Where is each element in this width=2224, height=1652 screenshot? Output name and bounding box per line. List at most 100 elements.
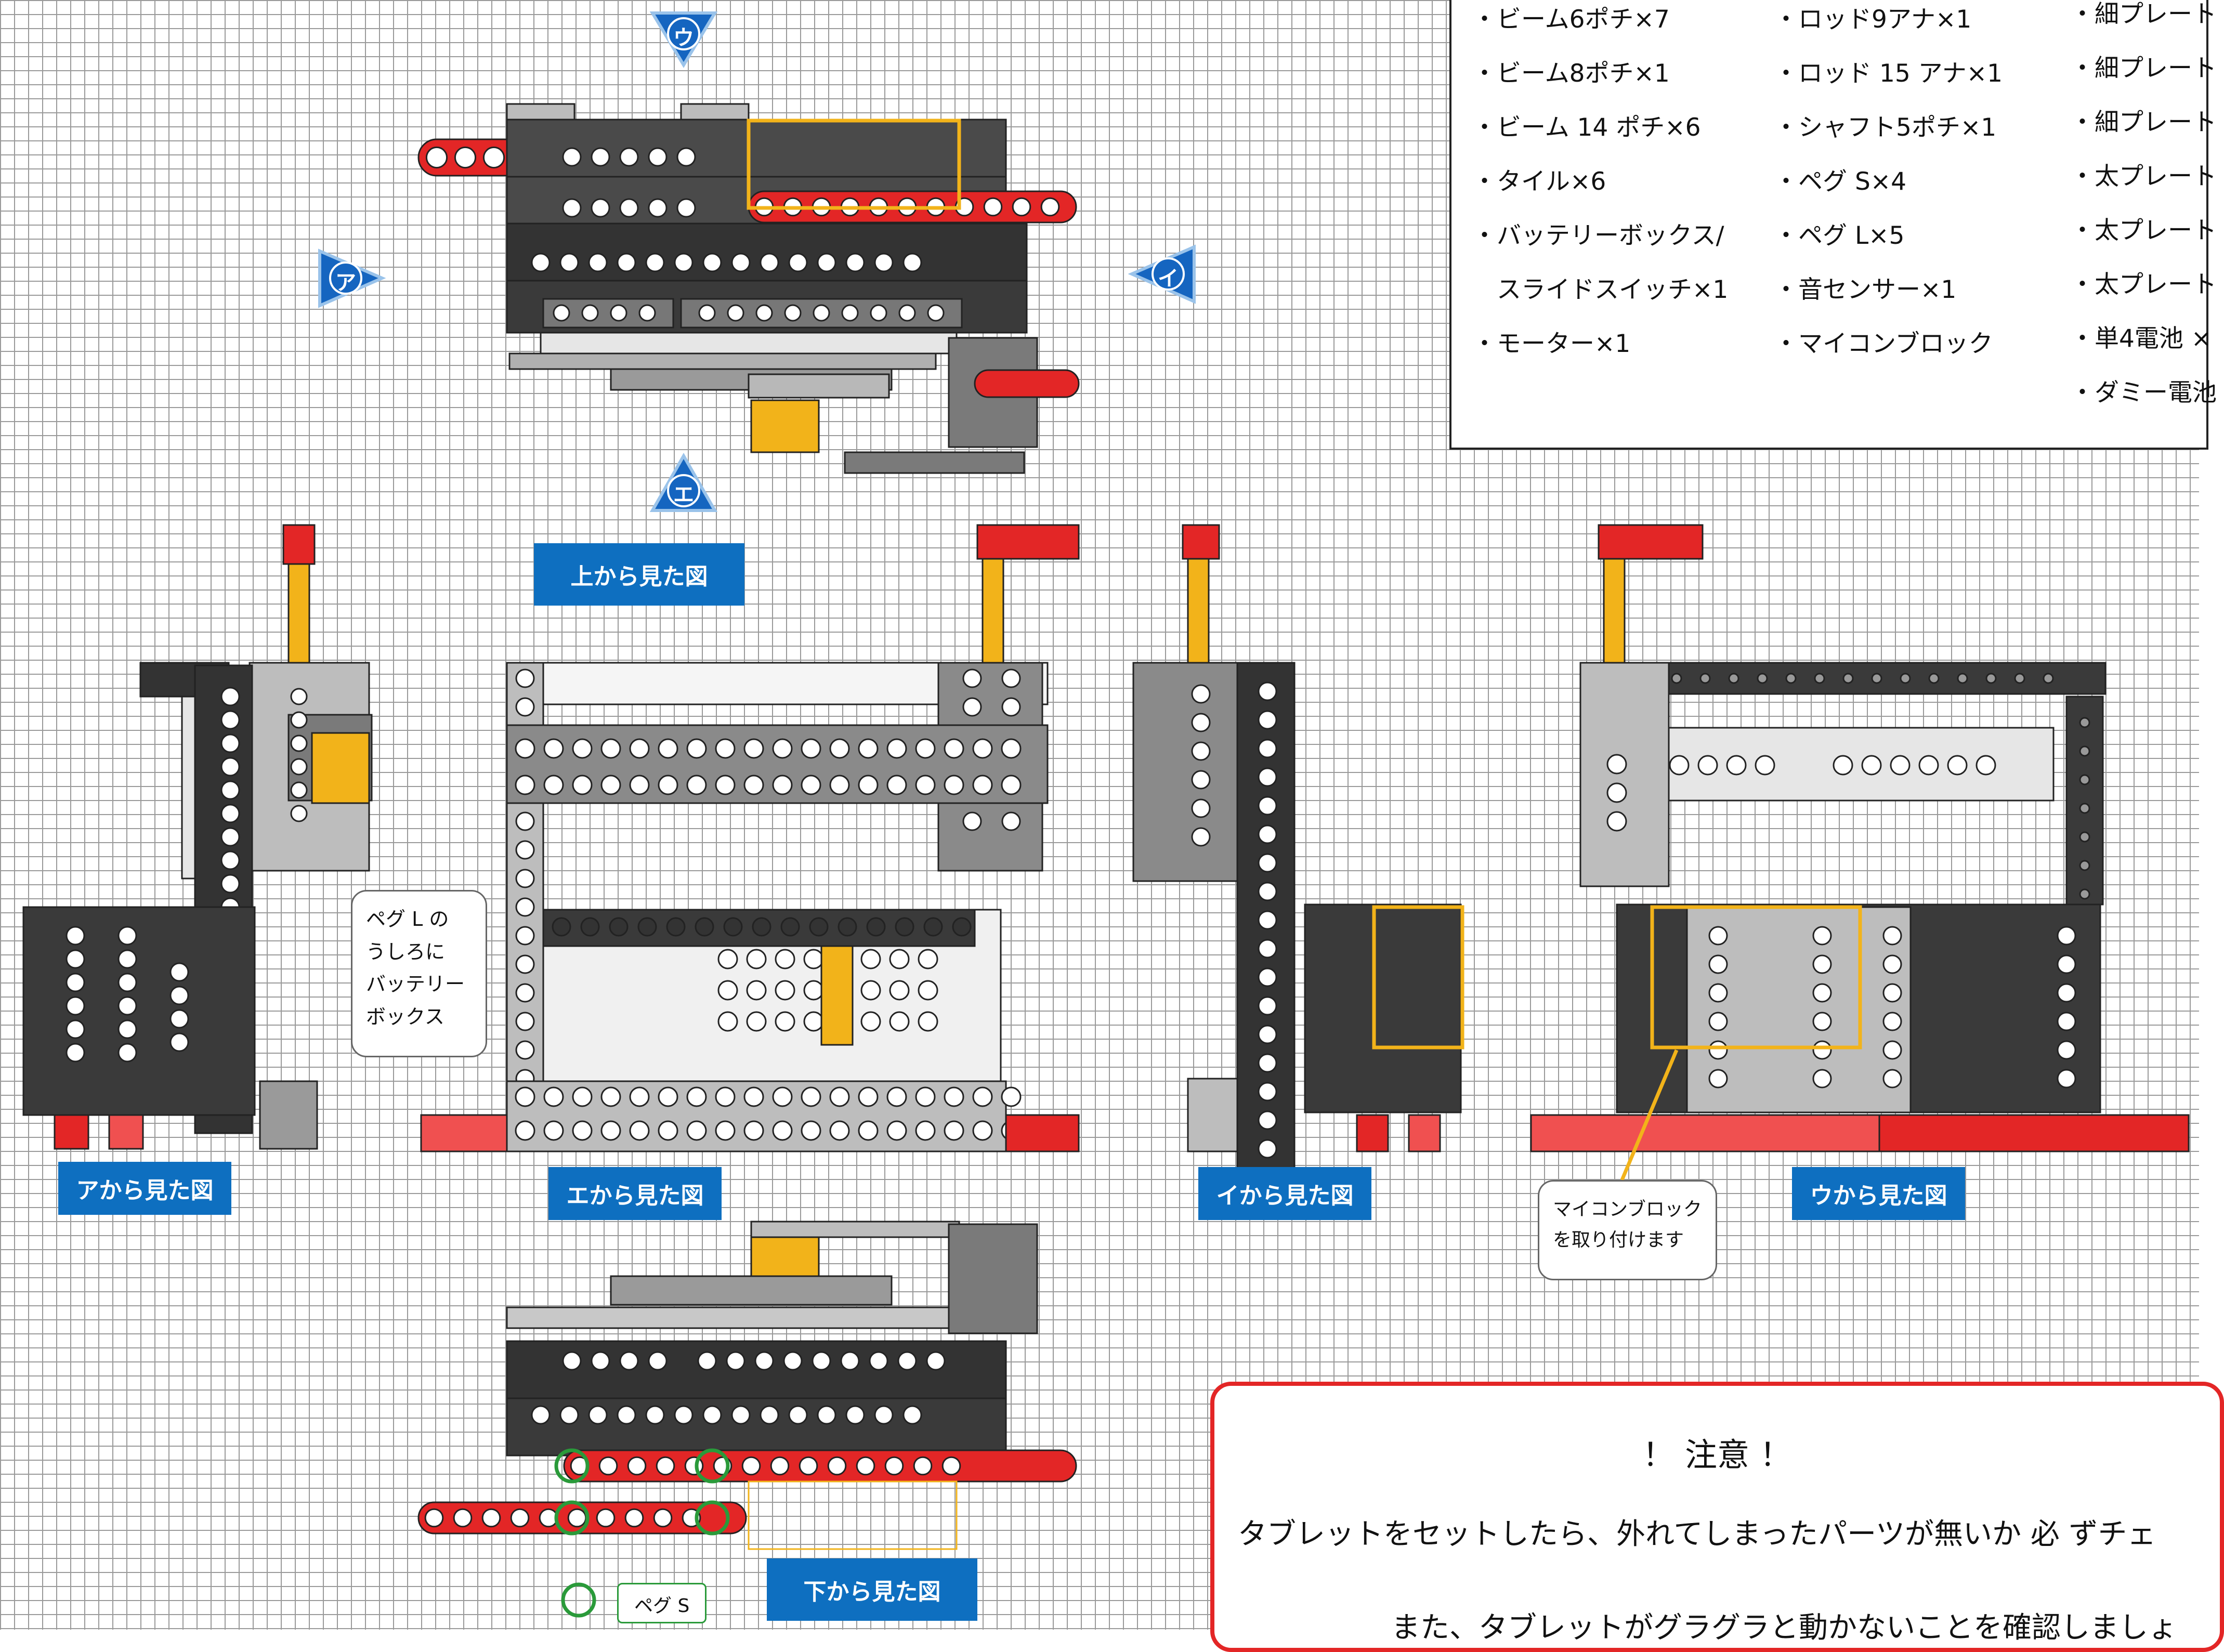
beam-hole bbox=[290, 758, 308, 776]
beam-hole bbox=[845, 1405, 865, 1425]
beam-hole bbox=[617, 1405, 636, 1425]
beam-hole bbox=[1001, 811, 1021, 831]
beam-hole bbox=[600, 1120, 621, 1141]
beam-hole bbox=[629, 1120, 650, 1141]
rod-hole bbox=[481, 1508, 501, 1528]
beam-hole bbox=[1812, 954, 1832, 974]
beam-hole bbox=[972, 738, 993, 759]
beam-hole bbox=[686, 1086, 707, 1107]
beam-hole bbox=[1258, 824, 1277, 844]
beam-hole bbox=[1708, 1069, 1728, 1089]
beam-hole bbox=[772, 1120, 793, 1141]
beam-hole bbox=[591, 147, 610, 167]
beam-hole bbox=[572, 738, 593, 759]
beam-hole bbox=[169, 962, 189, 982]
beam-hole bbox=[290, 781, 308, 799]
rod-hole bbox=[1012, 197, 1031, 217]
marker-a-letter: ア bbox=[335, 271, 356, 295]
beam-hole bbox=[1882, 926, 1902, 946]
beam-hole bbox=[552, 917, 571, 937]
parts-item: ・バッテリーボックス/ bbox=[1472, 221, 1724, 250]
beam-hole bbox=[695, 917, 714, 937]
beam-hole bbox=[515, 668, 535, 688]
beam-hole bbox=[829, 1120, 850, 1141]
top-plate bbox=[680, 103, 750, 121]
beam-hole bbox=[743, 775, 764, 795]
beam-hole bbox=[860, 949, 881, 969]
beam-hole bbox=[918, 980, 938, 1001]
beam-hole bbox=[1191, 713, 1211, 732]
beam-hole bbox=[1191, 770, 1211, 790]
rod-hole bbox=[596, 1508, 616, 1528]
beam-hole bbox=[674, 1405, 694, 1425]
beam-hole bbox=[676, 147, 696, 167]
beam-hole bbox=[559, 253, 579, 272]
beam-hole bbox=[801, 738, 821, 759]
beam-hole bbox=[581, 304, 599, 322]
beam-hole bbox=[1708, 983, 1728, 1003]
beam-hole bbox=[515, 926, 535, 946]
beam-hole bbox=[760, 1405, 779, 1425]
beam-hole bbox=[648, 198, 668, 218]
plate-i-foot bbox=[1187, 1078, 1238, 1152]
beam-hole bbox=[829, 775, 850, 795]
beam-hole bbox=[600, 775, 621, 795]
beam-hole bbox=[562, 198, 582, 218]
direction-marker-i: イ bbox=[1128, 244, 1197, 304]
beam-hole bbox=[801, 1120, 821, 1141]
beam-hole bbox=[743, 1120, 764, 1141]
view-label-top: 上から見た図 bbox=[534, 543, 744, 606]
caution-title: ！ 注意 ！ bbox=[1642, 1436, 1792, 1474]
beam-hole bbox=[1001, 697, 1021, 717]
beam-hole bbox=[972, 1120, 993, 1141]
red-cap-a bbox=[282, 524, 316, 565]
direction-marker-a: ア bbox=[317, 248, 386, 308]
beam-hole bbox=[531, 253, 551, 272]
beam-hole bbox=[1882, 1069, 1902, 1089]
rod-hole bbox=[653, 1508, 673, 1528]
beam-hole bbox=[840, 1351, 860, 1371]
rod-hole bbox=[684, 1456, 704, 1476]
beam-hole bbox=[2079, 831, 2090, 843]
beam-bottom-1 bbox=[506, 1340, 1007, 1399]
beam-hole bbox=[2057, 1012, 2076, 1031]
beam-hole bbox=[1699, 673, 1711, 684]
beam-hole bbox=[829, 1086, 850, 1107]
beam-hole bbox=[1708, 1040, 1728, 1060]
beam-hole bbox=[1882, 1012, 1902, 1031]
beam-hole bbox=[1871, 673, 1882, 684]
beam-hole bbox=[117, 996, 137, 1016]
beam-hole bbox=[726, 1351, 745, 1371]
callout-peg-l-battery: ペグ L の うしろに バッテリー ボックス bbox=[351, 890, 487, 1057]
red-foot-a1 bbox=[54, 1114, 89, 1150]
beam-hole bbox=[860, 980, 881, 1001]
beam-hole bbox=[803, 949, 824, 969]
beam-hole bbox=[2079, 888, 2090, 900]
beam-hole bbox=[515, 811, 535, 831]
beam-hole bbox=[1258, 910, 1277, 930]
rod-hole bbox=[510, 1508, 530, 1528]
beam-hole bbox=[944, 738, 964, 759]
beam-hole bbox=[927, 304, 945, 322]
beam-hole bbox=[562, 1351, 582, 1371]
beam-hole bbox=[290, 735, 308, 752]
beam-hole bbox=[2079, 860, 2090, 871]
rod-hole bbox=[567, 1508, 587, 1528]
beam-hole bbox=[1785, 673, 1797, 684]
beam-hole bbox=[775, 1011, 795, 1032]
beam-hole bbox=[915, 738, 936, 759]
beam-hole bbox=[1001, 775, 1022, 795]
peg-s-marker bbox=[554, 1448, 590, 1484]
beam-hole bbox=[66, 996, 85, 1016]
beam-hole bbox=[1001, 668, 1021, 688]
beam-hole bbox=[746, 1011, 767, 1032]
beam-hole bbox=[1191, 827, 1211, 847]
peg-s-marker bbox=[554, 1500, 590, 1536]
parts-item: ・ロッド9アナ×1 bbox=[1774, 5, 1972, 34]
beam-hole bbox=[619, 1351, 639, 1371]
caution-line-1: タブレットをセットしたら、外れてしまったパーツが無いか 必 ずチェ bbox=[1238, 1517, 2156, 1551]
beam-hole bbox=[1814, 673, 1825, 684]
caution-box: ！ 注意 ！ タブレットをセットしたら、外れてしまったパーツが無いか 必 ずチェ… bbox=[1210, 1382, 2224, 1652]
beam-hole bbox=[813, 304, 830, 322]
parts-item: ・タイル×6 bbox=[1472, 167, 1606, 196]
